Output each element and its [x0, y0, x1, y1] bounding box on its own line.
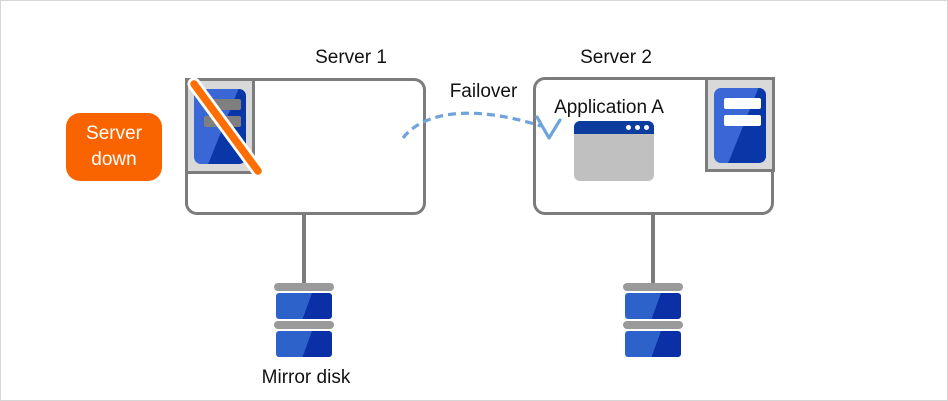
- server-tower-icon: [705, 77, 775, 172]
- app-window-titlebar: [574, 121, 654, 134]
- dot-icon: [644, 125, 649, 130]
- disk-cap: [274, 321, 334, 329]
- server2-disk-connector: [651, 213, 655, 285]
- application-label: Application A: [554, 97, 664, 118]
- app-window-dots: [626, 125, 649, 130]
- mirror-disk-label: Mirror disk: [261, 367, 351, 388]
- dot-icon: [635, 125, 640, 130]
- app-window-icon: [574, 121, 654, 181]
- disk-platter: [625, 293, 681, 319]
- server1-disk-connector: [302, 213, 306, 285]
- server-tower-down-icon: [185, 77, 265, 178]
- disk-cap: [623, 321, 683, 329]
- server-down-badge: Server down: [66, 113, 162, 181]
- server2-title: Server 2: [580, 47, 652, 68]
- server-bar: [724, 115, 761, 126]
- disk-platter: [625, 331, 681, 357]
- server1-title: Server 1: [315, 47, 387, 68]
- disk-platter: [276, 331, 332, 357]
- server-bar: [724, 98, 761, 109]
- server-tower-body: [714, 88, 766, 163]
- dot-icon: [626, 125, 631, 130]
- disk-cap: [623, 283, 683, 291]
- mirror-disk-icon: [623, 283, 683, 359]
- server-bar: [204, 99, 241, 110]
- disk-platter: [276, 293, 332, 319]
- down-slash-icon: [187, 77, 265, 178]
- failover-label: Failover: [449, 81, 518, 102]
- mirror-disk-icon: [274, 283, 334, 359]
- disk-cap: [274, 283, 334, 291]
